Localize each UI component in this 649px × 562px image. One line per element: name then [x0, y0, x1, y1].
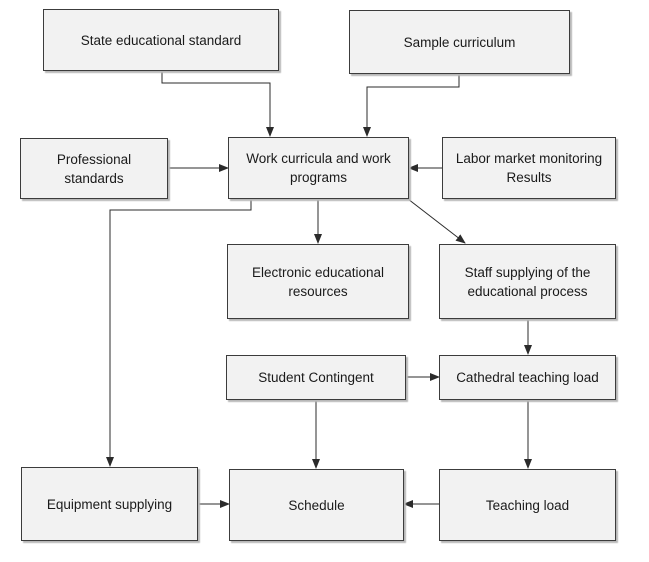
node-label: Staff supplying of the educational proce… [464, 264, 591, 299]
node-label: Schedule [288, 497, 345, 513]
edge-sample-curriculum-to-work-curricula [363, 74, 460, 137]
node-label: Work curricula and work programs [246, 151, 391, 185]
node-label: Cathedral teaching load [456, 370, 599, 385]
node-schedule: Schedule [229, 469, 404, 541]
node-label: Student Contingent [258, 370, 374, 385]
node-label: Equipment supplying [46, 496, 173, 512]
node-label: Labor market monitoring Results [455, 151, 603, 185]
node-professional-standards: Professional standards [20, 138, 168, 199]
node-label: State educational standard [80, 32, 242, 48]
node-label: Sample curriculum [403, 34, 516, 50]
node-sample-curriculum: Sample curriculum [349, 10, 570, 74]
node-label: Professional standards [56, 151, 132, 186]
node-staff-supplying: Staff supplying of the educational proce… [439, 244, 616, 319]
edge-state-standard-to-work-curricula [161, 71, 274, 137]
node-work-curricula: Work curricula and work programs [228, 137, 409, 199]
node-label: Electronic educational resources [251, 264, 385, 299]
edge-work-curricula-to-equipment-supplying [106, 199, 252, 467]
edge-work-curricula-to-staff-supplying [407, 198, 466, 244]
node-cathedral-teaching-load: Cathedral teaching load [439, 355, 616, 400]
node-electronic-educational-resources: Electronic educational resources [227, 244, 409, 319]
node-labor-market-monitoring: Labor market monitoring Results [442, 137, 616, 199]
node-student-contingent: Student Contingent [226, 355, 406, 400]
node-label: Teaching load [485, 497, 570, 513]
node-teaching-load: Teaching load [439, 469, 616, 541]
node-equipment-supplying: Equipment supplying [21, 467, 198, 541]
node-state-educational-standard: State educational standard [43, 9, 279, 71]
